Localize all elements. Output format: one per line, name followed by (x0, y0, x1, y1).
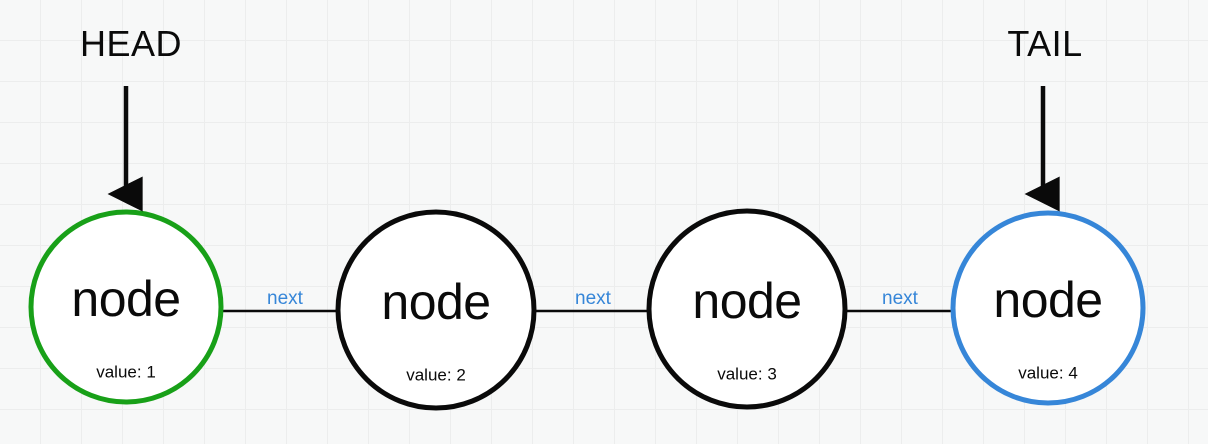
node-value-2: value: 3 (717, 364, 777, 384)
node-circle-2[interactable] (646, 208, 848, 410)
edge-label-next-0: next (267, 288, 303, 309)
edge-label-next-1: next (575, 288, 611, 309)
node-circle-3[interactable] (950, 210, 1146, 406)
pointer-label-head: HEAD (79, 23, 183, 64)
pointer-arrow-group (107, 86, 1060, 212)
node-title-1: node (381, 274, 491, 330)
node-title-2: node (692, 273, 802, 329)
node-value-0: value: 1 (96, 362, 156, 382)
node-circle-1[interactable] (335, 209, 537, 411)
node-circle-group (28, 208, 1146, 411)
node-value-3: value: 4 (1018, 363, 1078, 383)
node-title-3: node (993, 272, 1103, 328)
node-value-1: value: 2 (406, 365, 466, 385)
pointer-label-tail: TAIL (1007, 23, 1083, 64)
edge-label-next-2: next (882, 288, 918, 309)
node-title-0: node (71, 271, 181, 327)
node-circle-0[interactable] (28, 209, 224, 405)
